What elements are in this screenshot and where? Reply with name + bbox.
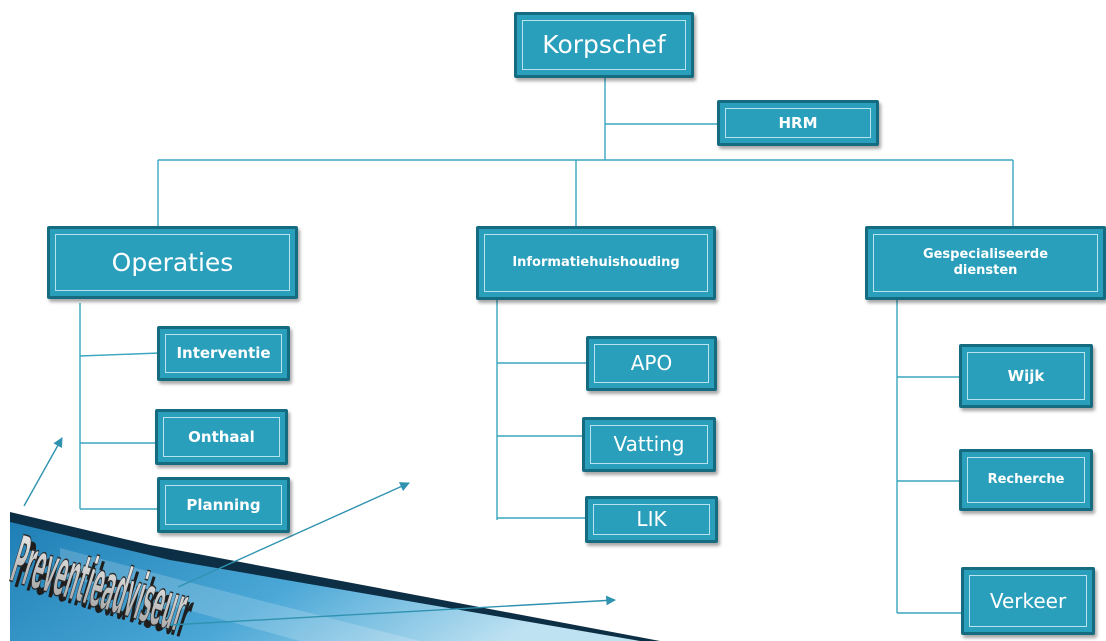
preventieadviseur-banner: Preventieadviseur Preventieadviseur: [3, 512, 660, 641]
box-wijk-label: Wijk: [1007, 366, 1045, 385]
box-planning: Planning: [157, 477, 290, 533]
arrow-right: [169, 595, 616, 626]
box-onthaal-label: Onthaal: [188, 427, 255, 446]
box-operaties-label: Operaties: [111, 247, 234, 277]
box-korpschef: Korpschef: [514, 12, 694, 78]
box-recherche: Recherche: [959, 449, 1093, 511]
banner-stripe: [10, 522, 640, 641]
box-interventie-label: Interventie: [176, 344, 271, 363]
box-korpschef-label: Korpschef: [542, 30, 666, 60]
box-planning-label: Planning: [186, 495, 261, 514]
box-hrm: HRM: [717, 100, 879, 146]
box-verkeer: Verkeer: [961, 567, 1095, 635]
box-gespecialiseerde-diensten-label: Gespecialiseerde diensten: [922, 246, 1049, 278]
arrows: [23, 437, 616, 626]
connectors: [79, 77, 1014, 614]
box-informatiehuishouding-label: Informatiehuishouding: [512, 254, 680, 270]
box-verkeer-label: Verkeer: [989, 588, 1067, 613]
box-vatting-label: Vatting: [613, 432, 685, 456]
box-onthaal: Onthaal: [155, 409, 288, 465]
box-recherche-label: Recherche: [987, 471, 1065, 487]
box-wijk: Wijk: [959, 344, 1093, 408]
box-apo: APO: [586, 336, 717, 391]
box-operaties: Operaties: [47, 226, 298, 299]
box-lik: LIK: [585, 496, 718, 543]
box-interventie: Interventie: [157, 326, 290, 381]
box-hrm-label: HRM: [778, 113, 818, 132]
box-vatting: Vatting: [582, 417, 716, 472]
arrow-up-left: [23, 437, 63, 507]
banner-stripe-shine: [60, 548, 420, 641]
box-informatiehuishouding: Informatiehuishouding: [476, 226, 716, 300]
box-lik-label: LIK: [636, 507, 667, 531]
box-gespecialiseerde-diensten: Gespecialiseerde diensten: [865, 226, 1106, 300]
box-apo-label: APO: [630, 351, 673, 375]
connector-interventie: [79, 352, 161, 357]
arrow-up-right: [177, 482, 410, 588]
